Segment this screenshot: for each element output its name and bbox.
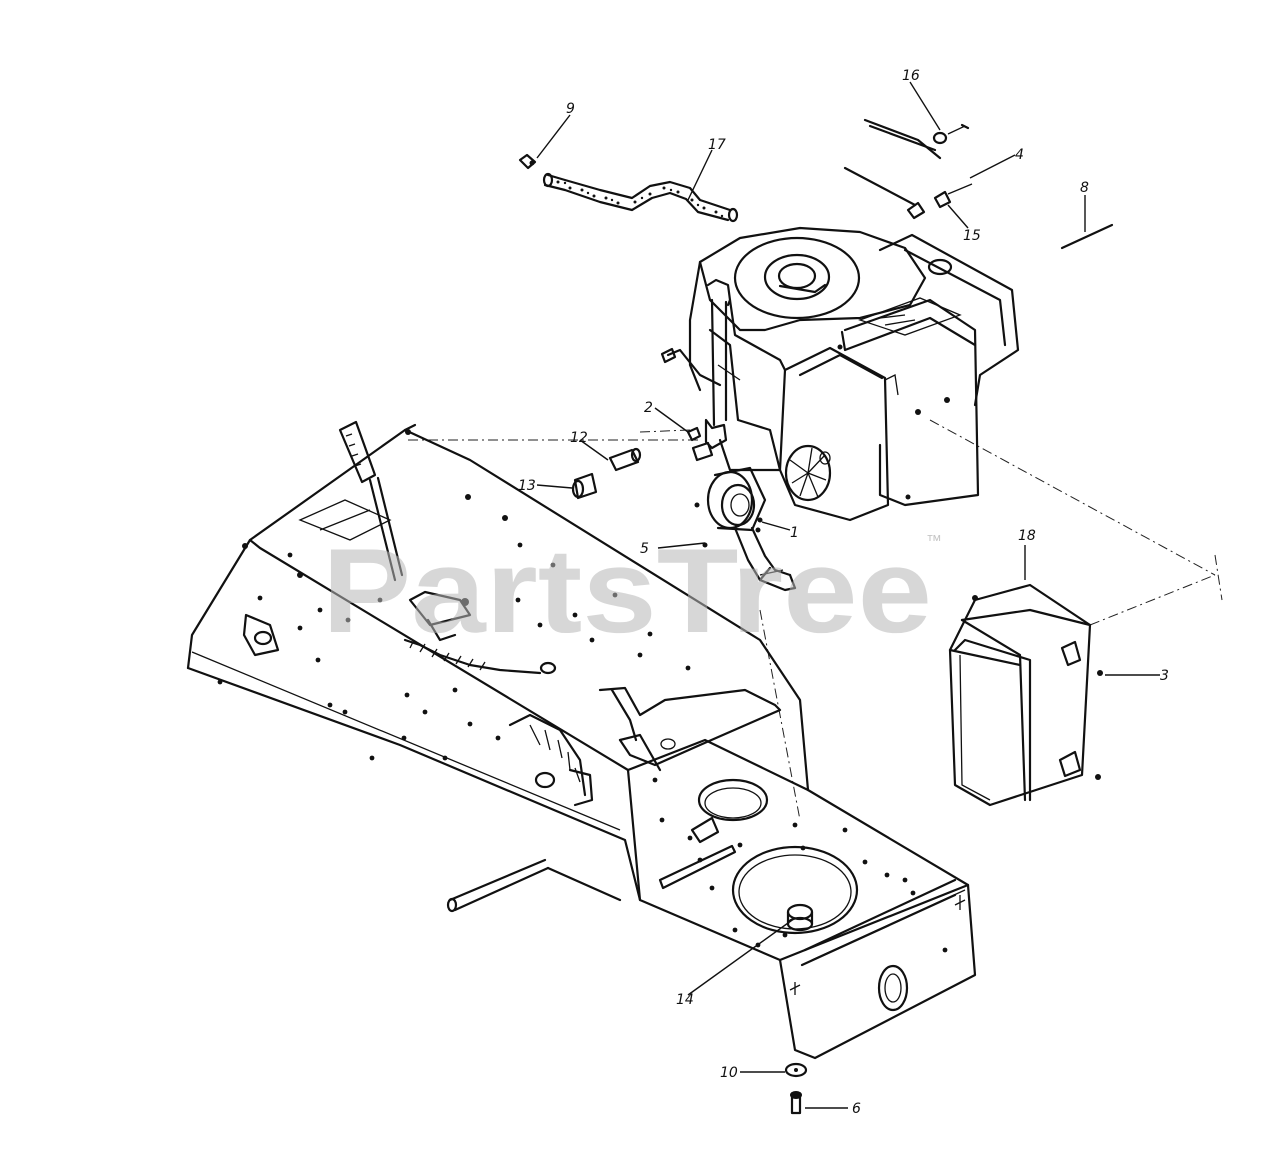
watermark-trademark: ™ <box>926 533 942 550</box>
callout-17: 17 <box>708 137 726 153</box>
chassis-frame <box>186 420 977 1060</box>
callout-9: 9 <box>566 101 575 117</box>
engine <box>660 226 1020 592</box>
callout-10: 10 <box>720 1065 738 1081</box>
battery-cover <box>948 583 1103 807</box>
callout-1: 1 <box>790 525 799 541</box>
callout-4: 4 <box>1015 147 1024 163</box>
callout-18: 18 <box>1018 528 1036 544</box>
callout-14: 14 <box>676 992 694 1008</box>
callout-labels: 9 17 16 4 15 8 2 12 13 5 1 18 3 14 10 6 <box>518 68 1169 1117</box>
callout-15: 15 <box>963 228 981 244</box>
callout-5: 5 <box>640 541 649 557</box>
callout-16: 16 <box>902 68 920 84</box>
callout-8: 8 <box>1080 180 1089 196</box>
callout-12: 12 <box>570 430 588 446</box>
loose-parts <box>518 118 1114 500</box>
watermark: PartsTree <box>322 524 932 658</box>
callout-6: 6 <box>852 1101 861 1117</box>
bottom-parts <box>784 1062 808 1115</box>
leader-lines <box>536 81 1160 1109</box>
callout-3: 3 <box>1160 668 1169 684</box>
callout-2: 2 <box>644 400 653 416</box>
callout-13: 13 <box>518 478 536 494</box>
